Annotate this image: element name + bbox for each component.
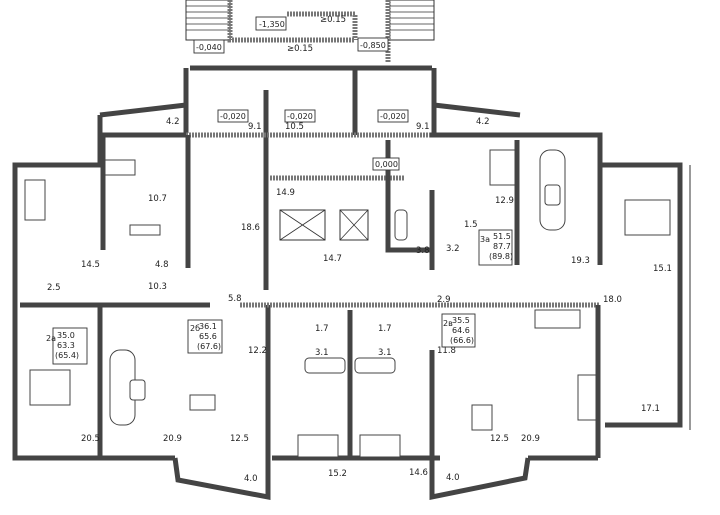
area-label: 10.7 — [148, 194, 167, 204]
area-label: 20.9 — [521, 434, 540, 444]
area-label: 5.8 — [228, 294, 242, 304]
area-label: 12.5 — [490, 434, 509, 444]
level-left-stair: -0,040 — [196, 43, 222, 52]
area-label: 4.2 — [476, 117, 490, 127]
apartment-2a-tag: 2а 35.0 63.3 (65.4) — [46, 327, 88, 365]
area-label: 4.0 — [446, 473, 460, 483]
area-label: 18.6 — [241, 223, 260, 233]
total-area-with-balcony: (65.4) — [55, 351, 79, 360]
apartment-2b-tag: 2б 36.1 65.6 (67.6) — [187, 319, 223, 354]
area-label: 14.7 — [323, 254, 342, 264]
area-label: 19.3 — [571, 256, 590, 266]
walls — [12, 0, 691, 501]
area-label: 14.9 — [276, 188, 295, 198]
apartment-tags: 2а 35.0 63.3 (65.4) 2б 36.1 65.6 (67.6) … — [46, 229, 513, 365]
area-label: 17.1 — [641, 404, 660, 414]
area-label: 12.9 — [495, 196, 514, 206]
area-label: 15.1 — [653, 264, 672, 274]
area-label: 4.2 — [166, 117, 180, 127]
area-label: 18.0 — [603, 295, 622, 305]
area-label: 12.5 — [230, 434, 249, 444]
area-label: 20.9 — [163, 434, 182, 444]
area-label: 4.0 — [244, 474, 258, 484]
apartment-3a-tag: 3а 51.5 87.7 (89.8) — [478, 229, 513, 266]
living-area: 35.5 — [452, 316, 470, 325]
living-area: 51.5 — [493, 232, 511, 241]
area-label: 14.5 — [81, 260, 100, 270]
right-entrance-stair — [389, 0, 435, 41]
area-label: 1.7 — [378, 324, 392, 334]
level-vestibule-left: -0,020 — [220, 112, 246, 121]
total-area-with-balcony: (67.6) — [197, 342, 221, 351]
level-vestibule-mid: -0,020 — [287, 112, 313, 121]
total-area-with-balcony: (66.6) — [450, 336, 474, 345]
apartment-id: 3а — [480, 235, 490, 244]
room-areas: 9.1 10.5 9.1 4.2 4.2 10.7 14.9 18.6 14.5… — [47, 117, 672, 484]
area-label: 3.8 — [416, 246, 430, 256]
area-label: 10.5 — [285, 122, 304, 132]
area-label: 14.6 — [409, 468, 428, 478]
area-label: 11.8 — [437, 346, 456, 356]
furniture — [24, 149, 671, 458]
level-hall: 0,000 — [375, 160, 398, 169]
living-area: 36.1 — [199, 322, 217, 331]
area-label: 3.1 — [378, 348, 392, 358]
area-label: 1.7 — [315, 324, 329, 334]
total-area-with-balcony: (89.8) — [489, 252, 513, 261]
apartment-id: 2а — [46, 334, 56, 343]
level-vestibule-right: -0,020 — [380, 112, 406, 121]
total-area: 63.3 — [57, 341, 75, 350]
area-label: 9.1 — [416, 122, 430, 132]
total-area: 64.6 — [452, 326, 470, 335]
area-label: 3.2 — [446, 244, 460, 254]
level-right-stair: -0,850 — [360, 41, 386, 50]
level-top-left: -1,350 — [259, 20, 285, 29]
apartment-id: 2в — [443, 319, 453, 328]
area-label: 4.8 — [155, 260, 169, 270]
area-label: 3.1 — [315, 348, 329, 358]
elevator-1 — [279, 209, 326, 241]
left-entrance-stair — [185, 0, 231, 41]
area-label: 9.1 — [248, 122, 262, 132]
area-label: 10.3 — [148, 282, 167, 292]
level-marks: -1,350 ≥0.15 -0,040 ≥0.15 -0,850 -0,020 … — [193, 15, 409, 171]
elevator-2 — [339, 209, 369, 241]
slope-lower: ≥0.15 — [287, 44, 313, 54]
area-label: 2.5 — [47, 283, 61, 293]
living-area: 35.0 — [57, 331, 75, 340]
apartment-id: 2б — [190, 324, 200, 333]
area-label: 20.5 — [81, 434, 100, 444]
area-label: 1.5 — [464, 220, 478, 230]
total-area: 87.7 — [493, 242, 511, 251]
slope-upper: ≥0.15 — [320, 15, 346, 25]
apartment-2v-tag: 2в 35.5 64.6 (66.6) — [441, 313, 476, 348]
total-area: 65.6 — [199, 332, 217, 341]
area-label: 12.2 — [248, 346, 267, 356]
area-label: 2.9 — [437, 295, 451, 305]
area-label: 15.2 — [328, 469, 347, 479]
